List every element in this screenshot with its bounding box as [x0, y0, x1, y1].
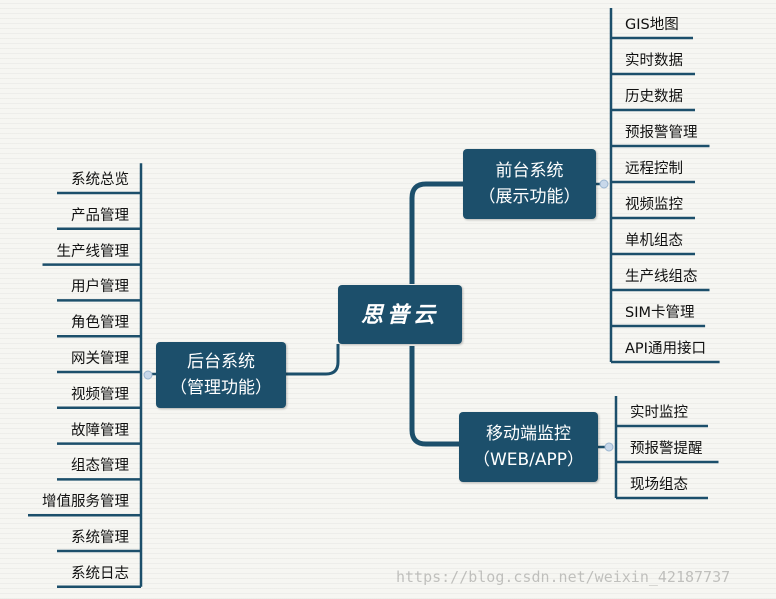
front-subtitle: （展示功能） [478, 187, 581, 207]
mobile-joint [604, 442, 614, 452]
front-item: 实时数据 [625, 53, 683, 69]
front-item: 生产线组态 [625, 269, 698, 285]
front-item: 远程控制 [625, 161, 683, 177]
front-joint [599, 179, 609, 189]
watermark: https://blog.csdn.net/weixin_42187737 [396, 568, 731, 586]
mobile-node: 移动端监控 （WEB/APP） [459, 412, 598, 482]
back-item: 产品管理 [71, 207, 129, 224]
back-item: 系统总览 [71, 172, 129, 188]
back-item: 角色管理 [71, 315, 129, 332]
front-item: 预报警管理 [625, 125, 698, 141]
mobile-subtitle: （WEB/APP） [472, 450, 585, 470]
mobile-item: 现场组态 [630, 477, 688, 493]
back-item: 增值服务管理 [42, 494, 129, 511]
back-item: 组态管理 [71, 458, 129, 475]
back-item: 网关管理 [71, 351, 129, 367]
root-node: 思普云 [338, 285, 462, 344]
mobile-title: 移动端监控 [486, 424, 571, 444]
back-item: 用户管理 [71, 279, 129, 296]
front-item: 历史数据 [625, 89, 683, 105]
front-item: SIM卡管理 [625, 305, 695, 321]
front-item: 单机组态 [625, 233, 683, 249]
back-item: 生产线管理 [56, 243, 130, 260]
front-node: 前台系统 （展示功能） [463, 149, 596, 219]
mobile-item: 预报警提醒 [630, 441, 703, 457]
back-title: 后台系统 [187, 352, 255, 372]
front-item: GIS地图 [625, 17, 679, 33]
back-item: 系统管理 [71, 530, 129, 546]
back-item: 视频管理 [71, 386, 129, 403]
back-item: 系统日志 [71, 565, 129, 582]
back-subtitle: （管理功能） [170, 378, 272, 398]
back-joint [143, 370, 153, 380]
mobile-item: 实时监控 [630, 405, 688, 421]
root-label: 思普云 [360, 301, 439, 328]
front-item: API通用接口 [625, 341, 706, 357]
front-item: 视频监控 [625, 197, 683, 213]
front-title: 前台系统 [495, 161, 564, 181]
back-node: 后台系统 （管理功能） [156, 342, 286, 408]
back-item: 故障管理 [71, 422, 129, 439]
